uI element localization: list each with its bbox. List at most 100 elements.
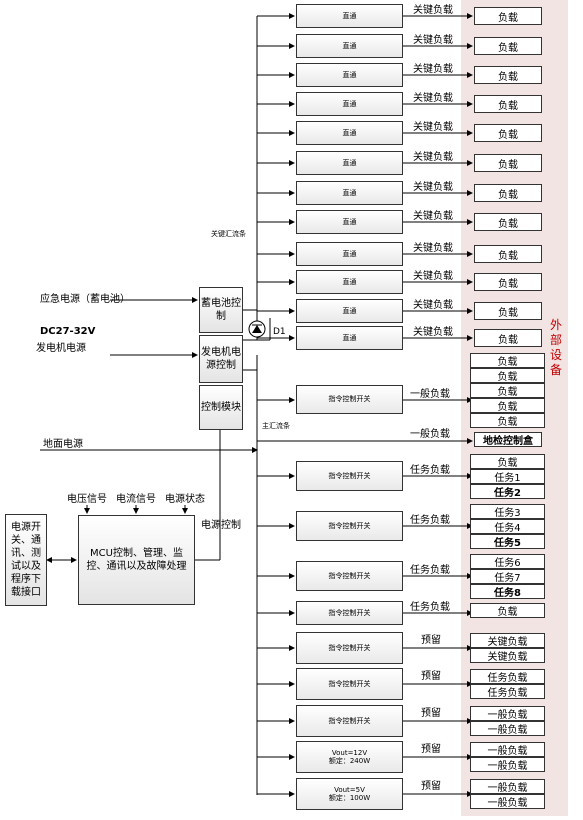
task-load-item: 任务7 xyxy=(470,569,545,584)
reserve-load-item: 一般负载 xyxy=(470,779,545,794)
reserve-load-item: 一般负载 xyxy=(470,742,545,757)
diode-label: D1 xyxy=(273,327,286,337)
switch-rated-power: 额定：240W xyxy=(328,757,371,765)
load-box: 负载 xyxy=(474,95,542,113)
switch-rated-power: 额定：100W xyxy=(328,794,371,802)
key-load-wire-label: 关键负载 xyxy=(413,152,453,163)
load-box: 负载 xyxy=(474,329,542,347)
voltage-signal-label: 电压信号 xyxy=(67,494,107,505)
control-module-block: 控制模块 xyxy=(199,385,243,430)
key-load-wire-label: 关键负载 xyxy=(413,122,453,133)
reserve-wire-label: 预留 xyxy=(421,744,441,755)
external-devices-label: 外部设备 xyxy=(549,318,562,377)
load-box: 负载 xyxy=(474,154,542,172)
load-box: 负载 xyxy=(474,37,542,55)
interface-block: 电源开关、通讯、测试以及程序下载接口 xyxy=(5,514,47,606)
command-switch-box: 指令控制开关 xyxy=(296,385,403,414)
task-load-item: 任务8 xyxy=(470,584,545,599)
passthrough-box: 直通 xyxy=(296,63,403,87)
key-load-wire-label: 关键负载 xyxy=(413,64,453,75)
load-box: 负载 xyxy=(474,302,542,320)
general-load-wire-label-1: 一般负载 xyxy=(410,389,450,400)
emergency-source-label: 应急电源（蓄电池） xyxy=(40,294,130,305)
key-load-wire-label: 关键负载 xyxy=(413,182,453,193)
task-load-item: 任务1 xyxy=(470,469,545,484)
task-load-item: 任务4 xyxy=(470,519,545,534)
reserve-switch-box: 指令控制开关 xyxy=(296,632,403,664)
reserve-load-item: 任务负载 xyxy=(470,684,545,699)
key-load-wire-label: 关键负载 xyxy=(413,271,453,282)
general-load-item: 负载 xyxy=(470,383,545,398)
load-box: 负载 xyxy=(474,245,542,263)
load-box: 负载 xyxy=(474,273,542,291)
reserve-load-item: 一般负载 xyxy=(470,721,545,736)
task-switch-box: 指令控制开关 xyxy=(296,601,403,625)
passthrough-box: 直通 xyxy=(296,34,403,58)
dc-voltage-label: DC27-32V xyxy=(40,326,96,337)
passthrough-box: 直通 xyxy=(296,92,403,116)
reserve-load-item: 一般负载 xyxy=(470,794,545,809)
key-load-wire-label: 关键负载 xyxy=(413,243,453,254)
general-load-item: 负载 xyxy=(470,398,545,413)
reserve-switch-box: 指令控制开关 xyxy=(296,705,403,737)
task-load-wire-label: 任务负载 xyxy=(410,515,450,526)
task-load-item: 任务2 xyxy=(470,484,545,499)
mcu-block: MCU控制、管理、监控、通讯以及故障处理 xyxy=(78,515,195,605)
switch-output-voltage: Vout=12V xyxy=(331,748,368,757)
switch-output-voltage: Vout=5V xyxy=(334,785,365,794)
task-load-item: 任务6 xyxy=(470,554,545,569)
general-load-item: 负载 xyxy=(470,413,545,428)
key-bus-label: 关键汇流条 xyxy=(211,230,246,238)
task-load-item: 负载 xyxy=(470,603,545,618)
ground-check-box: 地检控制盒 xyxy=(474,432,542,447)
task-switch-box: 指令控制开关 xyxy=(296,561,403,591)
passthrough-box: 直通 xyxy=(296,210,403,234)
key-load-wire-label: 关键负载 xyxy=(413,35,453,46)
reserve-wire-label: 预留 xyxy=(421,635,441,646)
reserve-wire-label: 预留 xyxy=(421,671,441,682)
load-box: 负载 xyxy=(474,7,542,25)
key-load-wire-label: 关键负载 xyxy=(413,5,453,16)
task-switch-box: 指令控制开关 xyxy=(296,511,403,541)
reserve-wire-label: 预留 xyxy=(421,781,441,792)
task-switch-box: 指令控制开关 xyxy=(296,461,403,491)
general-load-wire-label-2: 一般负载 xyxy=(410,429,450,440)
key-load-wire-label: 关键负载 xyxy=(413,211,453,222)
task-load-item: 任务5 xyxy=(470,534,545,549)
task-load-wire-label: 任务负载 xyxy=(410,565,450,576)
task-load-wire-label: 任务负载 xyxy=(410,602,450,613)
generator-control-block: 发电机电源控制 xyxy=(199,335,243,383)
reserve-load-item: 一般负载 xyxy=(470,757,545,772)
reserve-wire-label: 预留 xyxy=(421,708,441,719)
reserve-load-item: 任务负载 xyxy=(470,669,545,684)
key-load-wire-label: 关键负载 xyxy=(413,327,453,338)
main-bus-label: 主汇流条 xyxy=(262,422,290,430)
current-signal-label: 电流信号 xyxy=(116,494,156,505)
reserve-switch-box: 指令控制开关 xyxy=(296,668,403,700)
key-load-wire-label: 关键负载 xyxy=(413,300,453,311)
battery-control-block: 蓄电池控制 xyxy=(199,287,243,333)
load-box: 负载 xyxy=(474,213,542,231)
passthrough-box: 直通 xyxy=(296,4,403,28)
generator-source-label: 发电机电源 xyxy=(36,343,86,354)
general-load-item: 负载 xyxy=(470,353,545,368)
reserve-load-item: 关键负载 xyxy=(470,648,545,663)
reserve-load-item: 关键负载 xyxy=(470,633,545,648)
load-box: 负载 xyxy=(474,66,542,84)
passthrough-box: 直通 xyxy=(296,299,403,323)
passthrough-box: 直通 xyxy=(296,121,403,145)
reserve-load-item: 一般负载 xyxy=(470,706,545,721)
general-load-item: 负载 xyxy=(470,368,545,383)
ground-source-label: 地面电源 xyxy=(43,439,83,450)
passthrough-box: 直通 xyxy=(296,326,403,350)
power-state-label: 电源状态 xyxy=(165,494,205,505)
power-control-label: 电源控制 xyxy=(201,520,241,531)
passthrough-box: 直通 xyxy=(296,151,403,175)
task-load-wire-label: 任务负载 xyxy=(410,465,450,476)
task-load-item: 任务3 xyxy=(470,504,545,519)
key-load-wire-label: 关键负载 xyxy=(413,93,453,104)
